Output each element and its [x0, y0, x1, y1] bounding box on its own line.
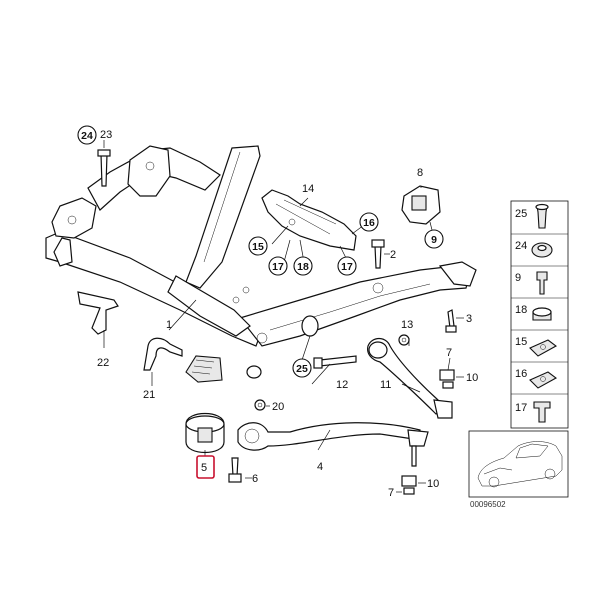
callout-20: 20 — [272, 401, 284, 413]
callout-2: 2 — [390, 249, 396, 261]
callout-5-highlighted[interactable]: 5 — [196, 455, 215, 479]
circled-9: 9 — [424, 229, 444, 249]
legend-row-24: 24 — [515, 240, 553, 258]
bolt-12 — [313, 355, 357, 369]
mount-8 — [401, 185, 441, 225]
nut-13 — [398, 334, 410, 346]
callout-14: 14 — [302, 183, 314, 195]
callout-23: 23 — [100, 129, 112, 141]
legend-row-25: 25 — [515, 203, 549, 229]
nut-20 — [254, 399, 266, 411]
circled-18: 18 — [293, 256, 313, 276]
circled-15: 15 — [248, 236, 268, 256]
clip-nut-icon — [529, 339, 558, 357]
front-axle-subframe — [45, 145, 477, 379]
callout-10-lower: 10 — [427, 478, 439, 490]
bolt-icon — [536, 271, 548, 295]
svg-text:24: 24 — [515, 240, 527, 252]
callout-8: 8 — [417, 167, 423, 179]
svg-text:9: 9 — [515, 272, 521, 284]
bolt-6 — [228, 457, 242, 483]
circled-callouts: 24 25 15 16 17 17 18 9 — [77, 125, 444, 378]
car-thumbnail — [468, 430, 569, 498]
callout-13: 13 — [401, 319, 413, 331]
rubber-mount — [185, 355, 223, 383]
hardware-legend-panel: 25 24 9 18 15 16 — [510, 200, 569, 429]
diagram-part-number: 00096502 — [470, 500, 506, 509]
bolt-3 — [445, 309, 457, 333]
svg-text:15: 15 — [252, 241, 264, 253]
clip-10-lower — [401, 475, 417, 487]
legend-row-9: 9 — [515, 271, 548, 295]
svg-text:18: 18 — [515, 304, 527, 316]
control-arm-4 — [237, 422, 429, 467]
clamp-21 — [143, 337, 183, 371]
control-arm-11 — [367, 337, 453, 419]
svg-text:18: 18 — [297, 261, 309, 273]
legend-row-17: 17 — [515, 401, 551, 423]
svg-text:24: 24 — [81, 130, 93, 142]
svg-text:9: 9 — [431, 234, 437, 246]
callout-7-lower: 7 — [388, 487, 394, 499]
legend-row-16: 16 — [515, 368, 558, 389]
circled-16: 16 — [359, 212, 379, 232]
circled-17-right: 17 — [337, 256, 357, 276]
circled-24: 24 — [77, 125, 97, 145]
bolt-2 — [371, 239, 385, 269]
callout-5: 5 — [201, 462, 207, 474]
svg-text:16: 16 — [363, 217, 375, 229]
callout-6: 6 — [252, 473, 258, 485]
circled-17-left: 17 — [268, 256, 288, 276]
highlight-box — [196, 455, 215, 479]
callout-22: 22 — [97, 357, 109, 369]
cap-7-lower — [403, 487, 415, 495]
heat-shield-14 — [261, 189, 357, 251]
callout-4: 4 — [317, 461, 323, 473]
svg-text:17: 17 — [272, 261, 284, 273]
callout-1: 1 — [166, 319, 172, 331]
callout-7-upper: 7 — [446, 347, 452, 359]
bolt-23 — [97, 149, 111, 187]
callout-labels: 1 2 3 4 6 7 7 8 10 10 11 12 13 14 20 21 … — [97, 129, 478, 499]
cap-7-upper — [442, 381, 454, 389]
bracket-22 — [77, 291, 119, 335]
circled-25: 25 — [292, 358, 312, 378]
clip-10-upper — [439, 369, 455, 381]
svg-text:25: 25 — [296, 363, 308, 375]
flange-screw-icon — [533, 401, 551, 423]
callout-11: 11 — [380, 379, 391, 391]
svg-text:16: 16 — [515, 368, 527, 380]
callout-3: 3 — [466, 313, 472, 325]
callout-21: 21 — [143, 389, 155, 401]
clip-nut-icon — [529, 371, 558, 389]
svg-text:15: 15 — [515, 336, 527, 348]
legend-row-18: 18 — [515, 304, 552, 321]
callout-10-upper: 10 — [466, 372, 478, 384]
svg-text:25: 25 — [515, 208, 527, 220]
callout-12: 12 — [336, 379, 348, 391]
legend-row-15: 15 — [515, 336, 558, 357]
svg-text:17: 17 — [341, 261, 353, 273]
bushing-5 — [185, 413, 225, 453]
svg-text:17: 17 — [515, 402, 527, 414]
